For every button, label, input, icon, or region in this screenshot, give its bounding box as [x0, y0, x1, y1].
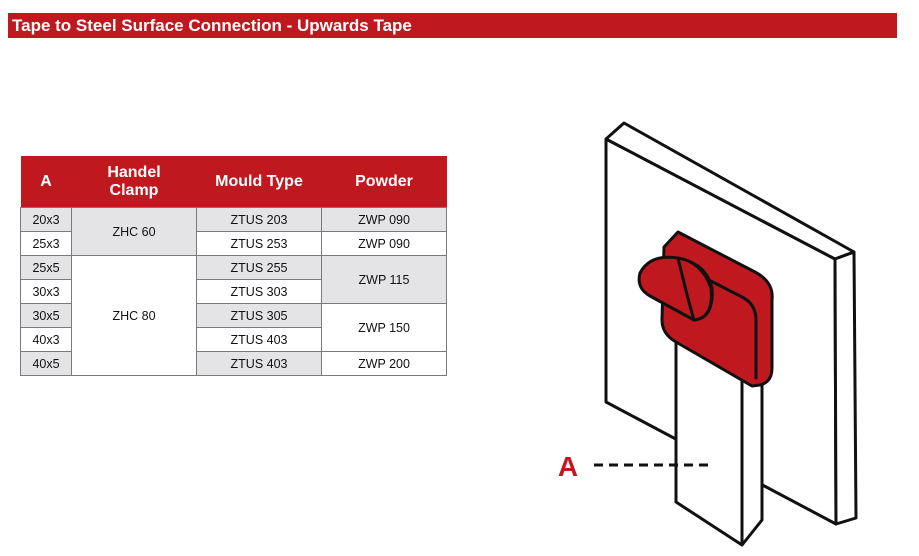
cell-mould: ZTUS 303: [196, 279, 322, 304]
cell-a: 20x3: [20, 207, 72, 232]
cell-powder: ZWP 200: [321, 351, 447, 376]
cell-a: 40x3: [20, 327, 72, 352]
header-a: A: [20, 156, 72, 208]
cell-powder: ZWP 090: [321, 207, 447, 232]
cell-a: 30x5: [20, 303, 72, 328]
cell-a: 25x3: [20, 231, 72, 256]
cell-a: 30x3: [20, 279, 72, 304]
header-clamp-line1: Handel: [107, 163, 161, 181]
cell-mould: ZTUS 403: [196, 351, 322, 376]
cell-mould: ZTUS 403: [196, 327, 322, 352]
cell-powder: ZWP 115: [321, 255, 447, 304]
tape-strip-side: [740, 365, 764, 547]
cell-clamp: ZHC 60: [71, 207, 197, 256]
table-row: 30x5 ZTUS 305 ZWP 150: [20, 303, 447, 352]
page-title: Tape to Steel Surface Connection - Upwar…: [8, 13, 897, 38]
cell-mould: ZTUS 305: [196, 303, 322, 328]
dimension-label-a: A: [557, 451, 579, 482]
table-row: 30x3 ZTUS 303: [20, 279, 447, 304]
cell-clamp: ZHC 80: [71, 255, 197, 376]
table-row: 40x5 ZTUS 403 ZWP 200: [20, 351, 447, 376]
cell-mould: ZTUS 203: [196, 207, 322, 232]
table-row: 25x3 ZTUS 253 ZWP 090: [20, 231, 447, 256]
header-mould: Mould Type: [196, 156, 322, 208]
table-row: 40x3 ZTUS 403: [20, 327, 447, 352]
spec-table: A Handel Clamp Mould Type Powder 20x3 ZH…: [20, 156, 447, 376]
header-clamp-line2: Clamp: [109, 181, 159, 199]
cell-a: 40x5: [20, 351, 72, 376]
cell-powder: ZWP 090: [321, 231, 447, 256]
cell-a: 25x5: [20, 255, 72, 280]
header-powder: Powder: [321, 156, 447, 208]
table-header-row: A Handel Clamp Mould Type Powder: [20, 156, 447, 208]
table-row: 25x5 ZHC 80 ZTUS 255 ZWP 115: [20, 255, 447, 376]
steel-plate-side: [833, 250, 858, 526]
cell-powder: ZWP 150: [321, 303, 447, 352]
clamp-knob-cap: [676, 256, 713, 322]
table-row: 20x3 ZHC 60 ZTUS 203 ZWP 090: [20, 207, 447, 256]
header-clamp: Handel Clamp: [71, 156, 197, 208]
